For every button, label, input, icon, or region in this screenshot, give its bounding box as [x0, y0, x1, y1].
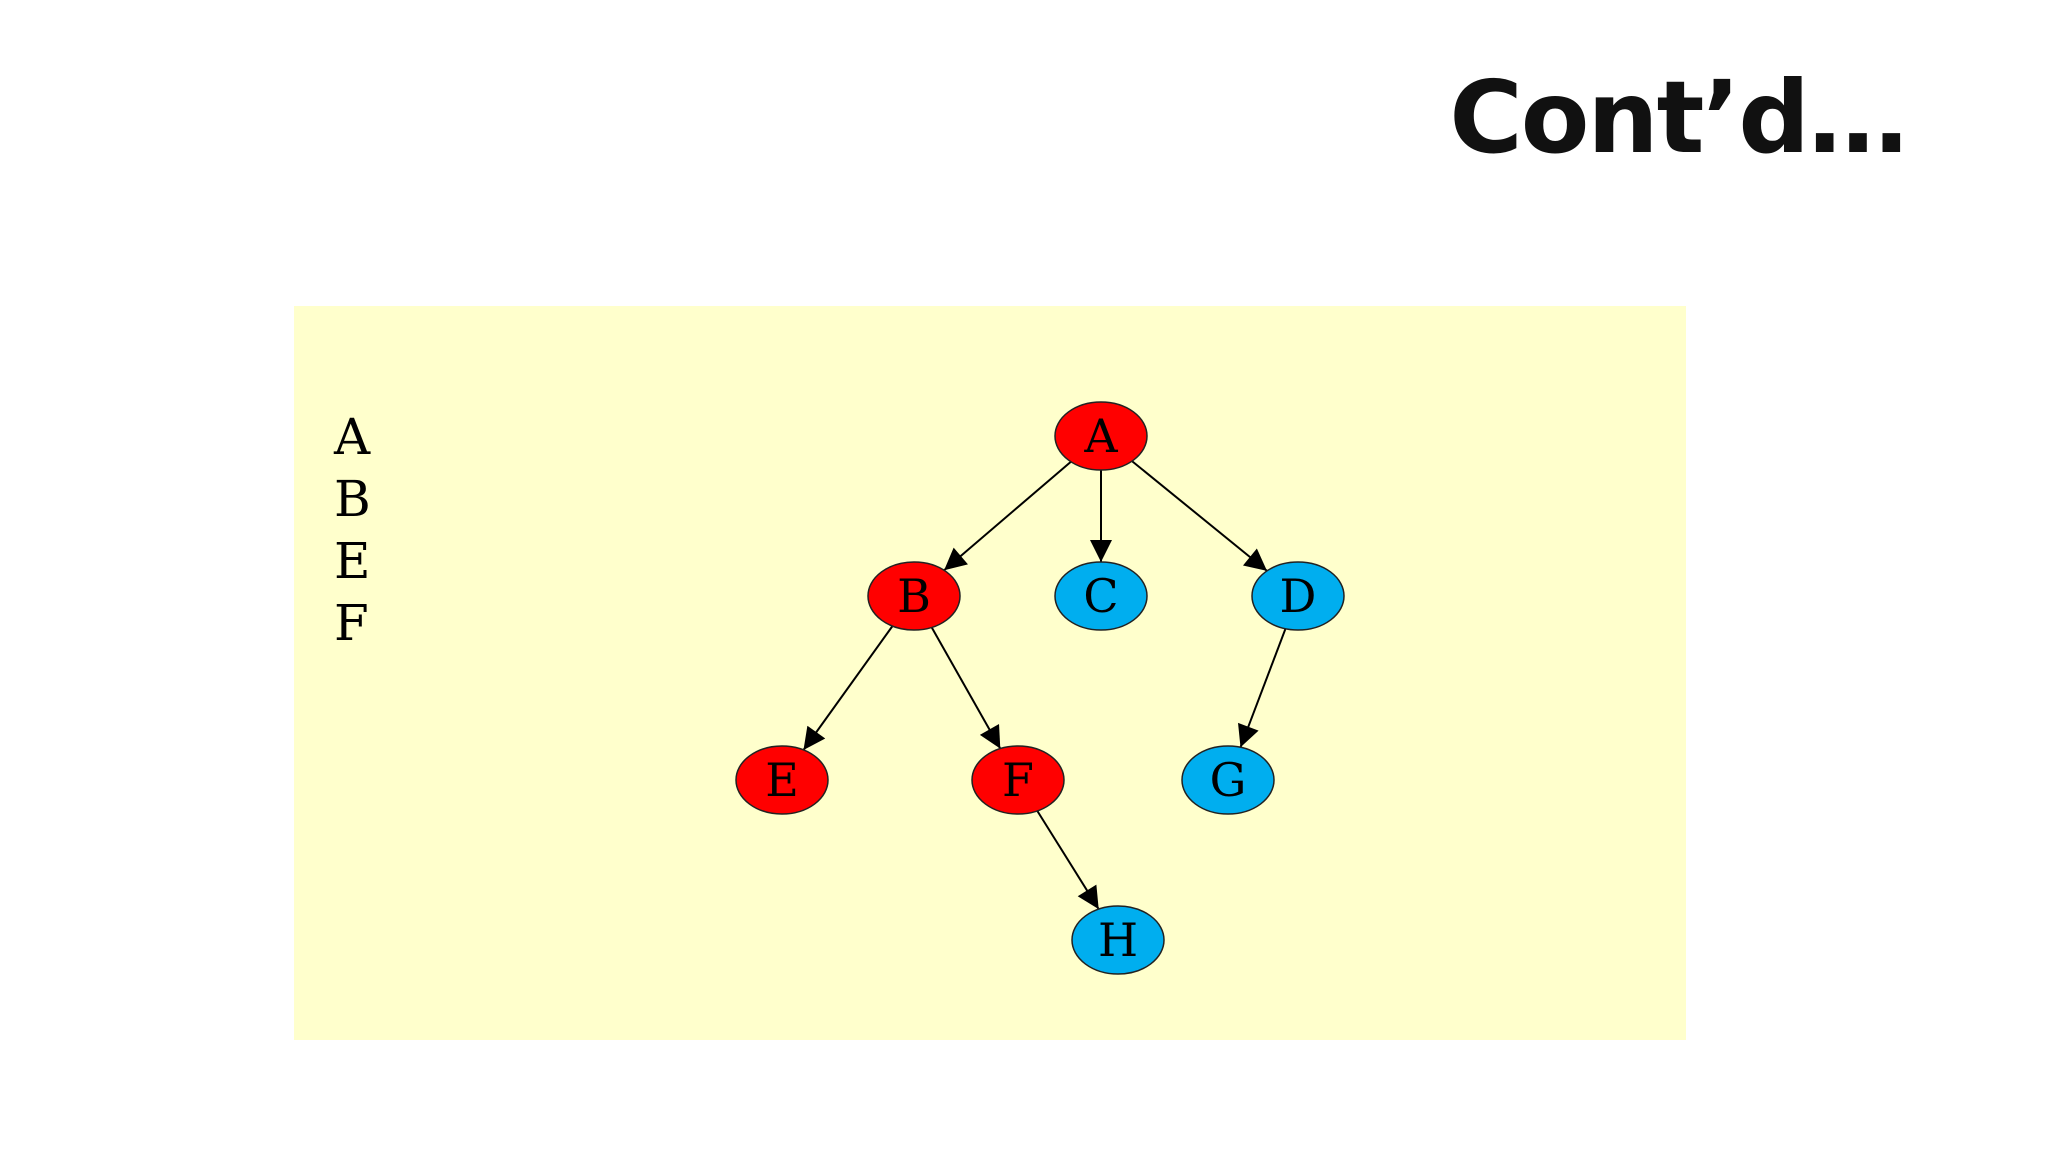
node-circle	[1054, 561, 1148, 631]
slide-title: Cont’d…	[1449, 59, 1908, 176]
edge-a-d	[1131, 460, 1268, 572]
node-label: B	[897, 569, 931, 623]
node-g: G	[1181, 745, 1275, 815]
edge-d-g	[1238, 628, 1287, 748]
visit-order-item: B	[334, 470, 371, 528]
node-circle	[1054, 401, 1148, 471]
node-circle	[1181, 745, 1275, 815]
edge-a-b	[943, 460, 1072, 572]
nodes-layer: A B C D E F G H	[735, 401, 1345, 975]
node-label: E	[765, 753, 799, 807]
tree-diagram: A B C D E F G H	[735, 401, 1345, 975]
edge-b-e	[802, 625, 894, 751]
node-label: H	[1098, 913, 1138, 967]
node-circle	[867, 561, 961, 631]
node-f: F	[971, 745, 1065, 815]
node-e: E	[735, 745, 829, 815]
node-label: D	[1280, 569, 1317, 623]
node-h: H	[1071, 905, 1165, 975]
node-a: A	[1054, 401, 1148, 471]
node-label: A	[1083, 409, 1118, 463]
node-label: G	[1210, 753, 1247, 807]
node-circle	[971, 745, 1065, 815]
node-b: B	[867, 561, 961, 631]
visit-order-item: A	[334, 408, 371, 466]
node-circle	[1071, 905, 1165, 975]
node-c: C	[1054, 561, 1148, 631]
node-label: C	[1083, 569, 1118, 623]
node-circle	[735, 745, 829, 815]
visit-order-item: F	[334, 594, 369, 652]
edge-b-f	[930, 626, 1002, 750]
visit-order-item: E	[334, 532, 371, 590]
node-circle	[1251, 561, 1345, 631]
edge-f-h	[1036, 810, 1100, 910]
edges-layer	[802, 460, 1287, 910]
node-d: D	[1251, 561, 1345, 631]
node-label: F	[1002, 753, 1034, 807]
